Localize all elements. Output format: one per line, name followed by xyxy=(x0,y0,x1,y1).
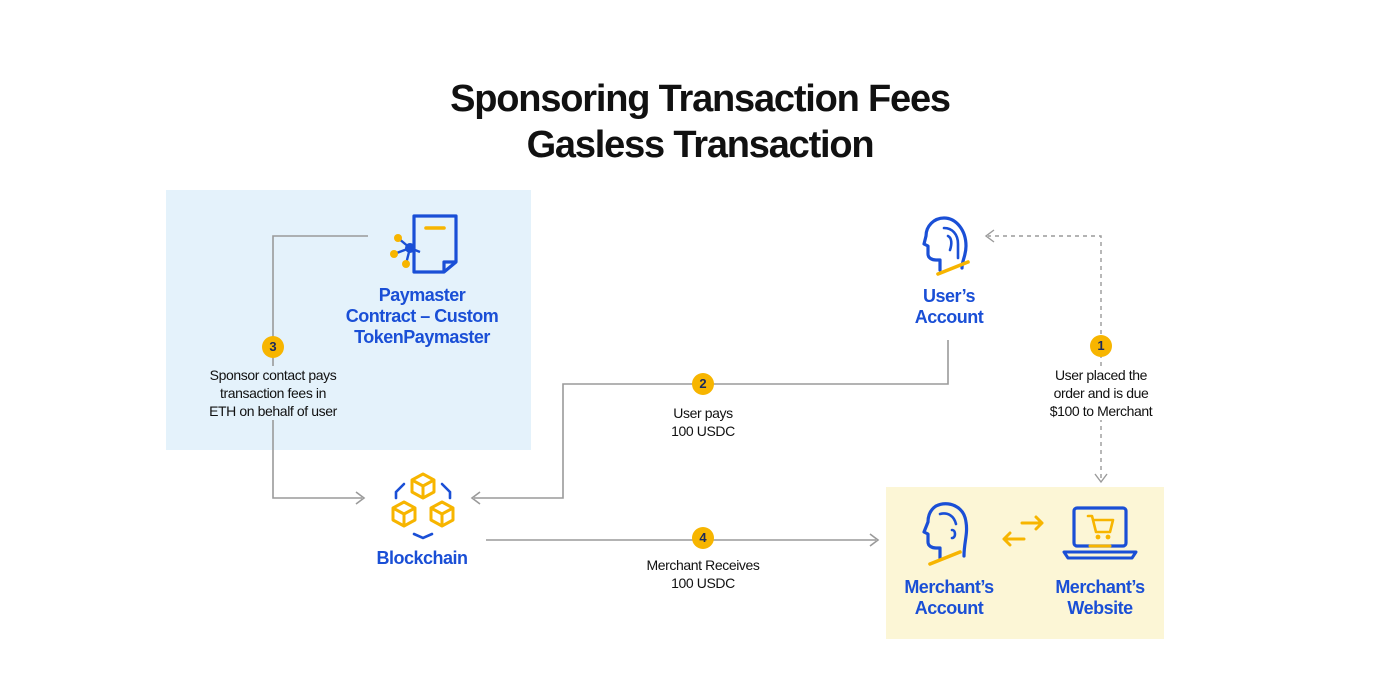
step-2-text-line: 100 USDC xyxy=(671,423,735,439)
paymaster-label-line: Paymaster xyxy=(378,285,466,305)
step-3-text-line: ETH on behalf of user xyxy=(209,403,337,419)
user-account-label-line: Account xyxy=(914,307,984,327)
step-1-text-line: $100 to Merchant xyxy=(1049,403,1153,419)
step-3-text: Sponsor contact pays transaction fees in… xyxy=(186,366,360,420)
contract-document-icon xyxy=(390,214,458,274)
step-4-text: Merchant Receives 100 USDC xyxy=(622,556,784,592)
step-1-badge: 1 xyxy=(1090,335,1112,357)
paymaster-label-line: TokenPaymaster xyxy=(354,327,490,347)
merchant-head-icon xyxy=(922,502,969,566)
merchant-account-label-line: Merchant’s xyxy=(904,577,994,597)
user-head-icon xyxy=(922,216,970,276)
blockchain-label: Blockchain xyxy=(376,548,468,568)
arrowhead-into-blockchain-right xyxy=(470,491,481,505)
step-1-text: User placed the order and is due $100 to… xyxy=(1030,366,1172,420)
user-account-label-line: User’s xyxy=(922,286,976,306)
step-4-text-line: 100 USDC xyxy=(671,575,735,591)
connector-user-to-blockchain xyxy=(474,340,949,499)
step-3-text-line: Sponsor contact pays xyxy=(209,367,337,383)
step-3-badge: 3 xyxy=(262,336,284,358)
step-1-text-line: User placed the xyxy=(1054,367,1148,383)
merchant-account-label-line: Account xyxy=(914,598,984,618)
diagram-title-line-1: Sponsoring Transaction Fees xyxy=(450,78,951,120)
arrowhead-into-blockchain-left xyxy=(355,491,366,505)
paymaster-label-line: Contract – Custom xyxy=(345,306,499,326)
step-2-text: User pays 100 USDC xyxy=(640,404,766,440)
step-3-text-line: transaction fees in xyxy=(219,385,327,401)
merchant-account-label: Merchant’s Account xyxy=(888,577,1010,619)
merchant-website-label-line: Website xyxy=(1067,598,1133,618)
arrowhead-into-merchant-panel xyxy=(1094,473,1108,484)
merchant-website-label-line: Merchant’s xyxy=(1055,577,1145,597)
step-4-badge: 4 xyxy=(692,527,714,549)
user-account-label: User’s Account xyxy=(890,286,1008,328)
step-4-text-line: Merchant Receives xyxy=(646,557,760,573)
blockchain-cubes-icon xyxy=(391,472,455,540)
step-2-text-line: User pays xyxy=(673,405,733,421)
step-2-badge: 2 xyxy=(692,373,714,395)
arrowhead-into-user xyxy=(984,229,995,243)
exchange-arrows-icon xyxy=(1002,515,1044,547)
diagram-title-line-2: Gasless Transaction xyxy=(526,124,875,166)
connector-merchant-to-user-dashed xyxy=(988,235,1102,478)
merchant-website-label: Merchant’s Website xyxy=(1040,577,1160,619)
arrowhead-into-merchant xyxy=(869,533,880,547)
paymaster-label: Paymaster Contract – Custom TokenPaymast… xyxy=(330,285,514,348)
laptop-cart-icon xyxy=(1062,506,1138,560)
step-1-text-line: order and is due xyxy=(1053,385,1149,401)
